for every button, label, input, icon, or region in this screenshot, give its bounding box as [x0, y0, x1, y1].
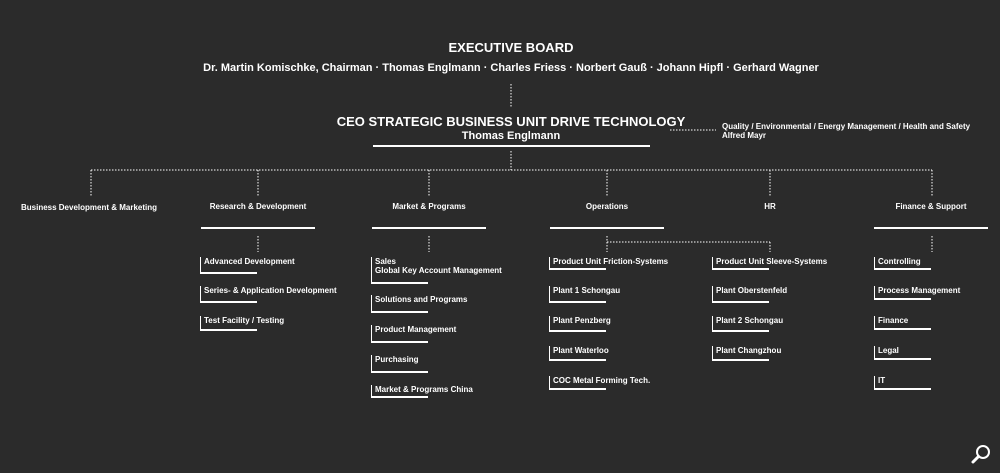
unit-box[interactable]: Series- & Application Development — [200, 286, 337, 303]
unit-box[interactable]: Plant Waterloo — [549, 346, 609, 361]
dept-business-development[interactable]: Business Development & Marketing — [20, 203, 158, 212]
board-members: Dr. Martin Komischke, Chairman · Thomas … — [203, 62, 819, 74]
ceo-name: Thomas Englmann — [461, 130, 561, 142]
unit-label: Legal — [878, 346, 899, 355]
product-unit-box[interactable]: Product Unit Friction-Systems — [549, 257, 668, 270]
unit-box[interactable]: Sales Global Key Account Management — [371, 257, 502, 284]
unit-label: Finance — [878, 316, 909, 325]
unit-box[interactable]: Purchasing — [371, 355, 428, 373]
unit-label: Controlling — [878, 257, 921, 266]
dept-research-development[interactable]: Research & Development — [209, 202, 307, 211]
unit-box[interactable]: IT — [874, 376, 931, 390]
unit-label: Test Facility / Testing — [204, 316, 285, 325]
unit-box[interactable]: Process Management — [874, 286, 960, 300]
unit-box[interactable]: Advanced Development — [200, 257, 295, 274]
unit-label: Market & Programs China — [375, 385, 473, 394]
unit-label: Plant Penzberg — [553, 316, 611, 325]
unit-label: Purchasing — [375, 355, 419, 364]
ceo-title: CEO STRATEGIC BUSINESS UNIT DRIVE TECHNO… — [336, 114, 686, 129]
magnifier-icon[interactable] — [970, 443, 992, 465]
unit-box[interactable]: Legal — [874, 346, 931, 360]
staff-name: Alfred Mayr — [722, 131, 767, 140]
unit-label: Plant 2 Schongau — [716, 316, 784, 325]
unit-box[interactable]: Plant Changzhou — [712, 346, 781, 361]
unit-label: Product Management — [375, 325, 457, 334]
staff-title: Quality / Environmental / Energy Managem… — [722, 122, 971, 131]
unit-label: Advanced Development — [204, 257, 295, 266]
dept-operations[interactable]: Operations — [585, 202, 629, 211]
board-title: EXECUTIVE BOARD — [448, 40, 574, 55]
unit-label: Sales Global Key Account Management — [375, 257, 502, 275]
dept-finance-support[interactable]: Finance & Support — [895, 202, 967, 211]
unit-box[interactable]: Market & Programs China — [371, 385, 473, 398]
unit-label: IT — [878, 376, 886, 385]
unit-label: Product Unit Sleeve-Systems — [716, 257, 828, 266]
dept-underline — [550, 227, 664, 229]
dept-underline — [372, 227, 486, 229]
ceo-underline — [373, 145, 650, 147]
unit-label: Plant Waterloo — [553, 346, 609, 355]
unit-box[interactable]: Plant Penzberg — [549, 316, 611, 332]
dept-hr[interactable]: HR — [764, 202, 776, 211]
dept-underline — [201, 227, 315, 229]
unit-label: Process Management — [878, 286, 961, 295]
unit-box[interactable]: Plant 2 Schongau — [712, 316, 783, 332]
dept-market-programs[interactable]: Market & Programs — [392, 202, 466, 211]
unit-box[interactable]: Solutions and Programs — [371, 295, 467, 313]
unit-box[interactable]: COC Metal Forming Tech. — [549, 376, 650, 390]
unit-box[interactable]: Controlling — [874, 257, 931, 270]
unit-label: Series- & Application Development — [204, 286, 337, 295]
unit-label: Solutions and Programs — [375, 295, 468, 304]
unit-label: COC Metal Forming Tech. — [553, 376, 651, 385]
unit-label: Plant 1 Schongau — [553, 286, 621, 295]
unit-box[interactable]: Plant Oberstenfeld — [712, 286, 787, 303]
unit-label: Plant Oberstenfeld — [716, 286, 788, 295]
dept-underline — [874, 227, 988, 229]
unit-label: Product Unit Friction-Systems — [553, 257, 669, 266]
unit-box[interactable]: Plant 1 Schongau — [549, 286, 620, 303]
unit-box[interactable]: Test Facility / Testing — [200, 316, 284, 331]
unit-box[interactable]: Product Management — [371, 325, 456, 343]
unit-box[interactable]: Finance — [874, 316, 931, 330]
unit-label: Plant Changzhou — [716, 346, 782, 355]
product-unit-box[interactable]: Product Unit Sleeve-Systems — [712, 257, 827, 270]
